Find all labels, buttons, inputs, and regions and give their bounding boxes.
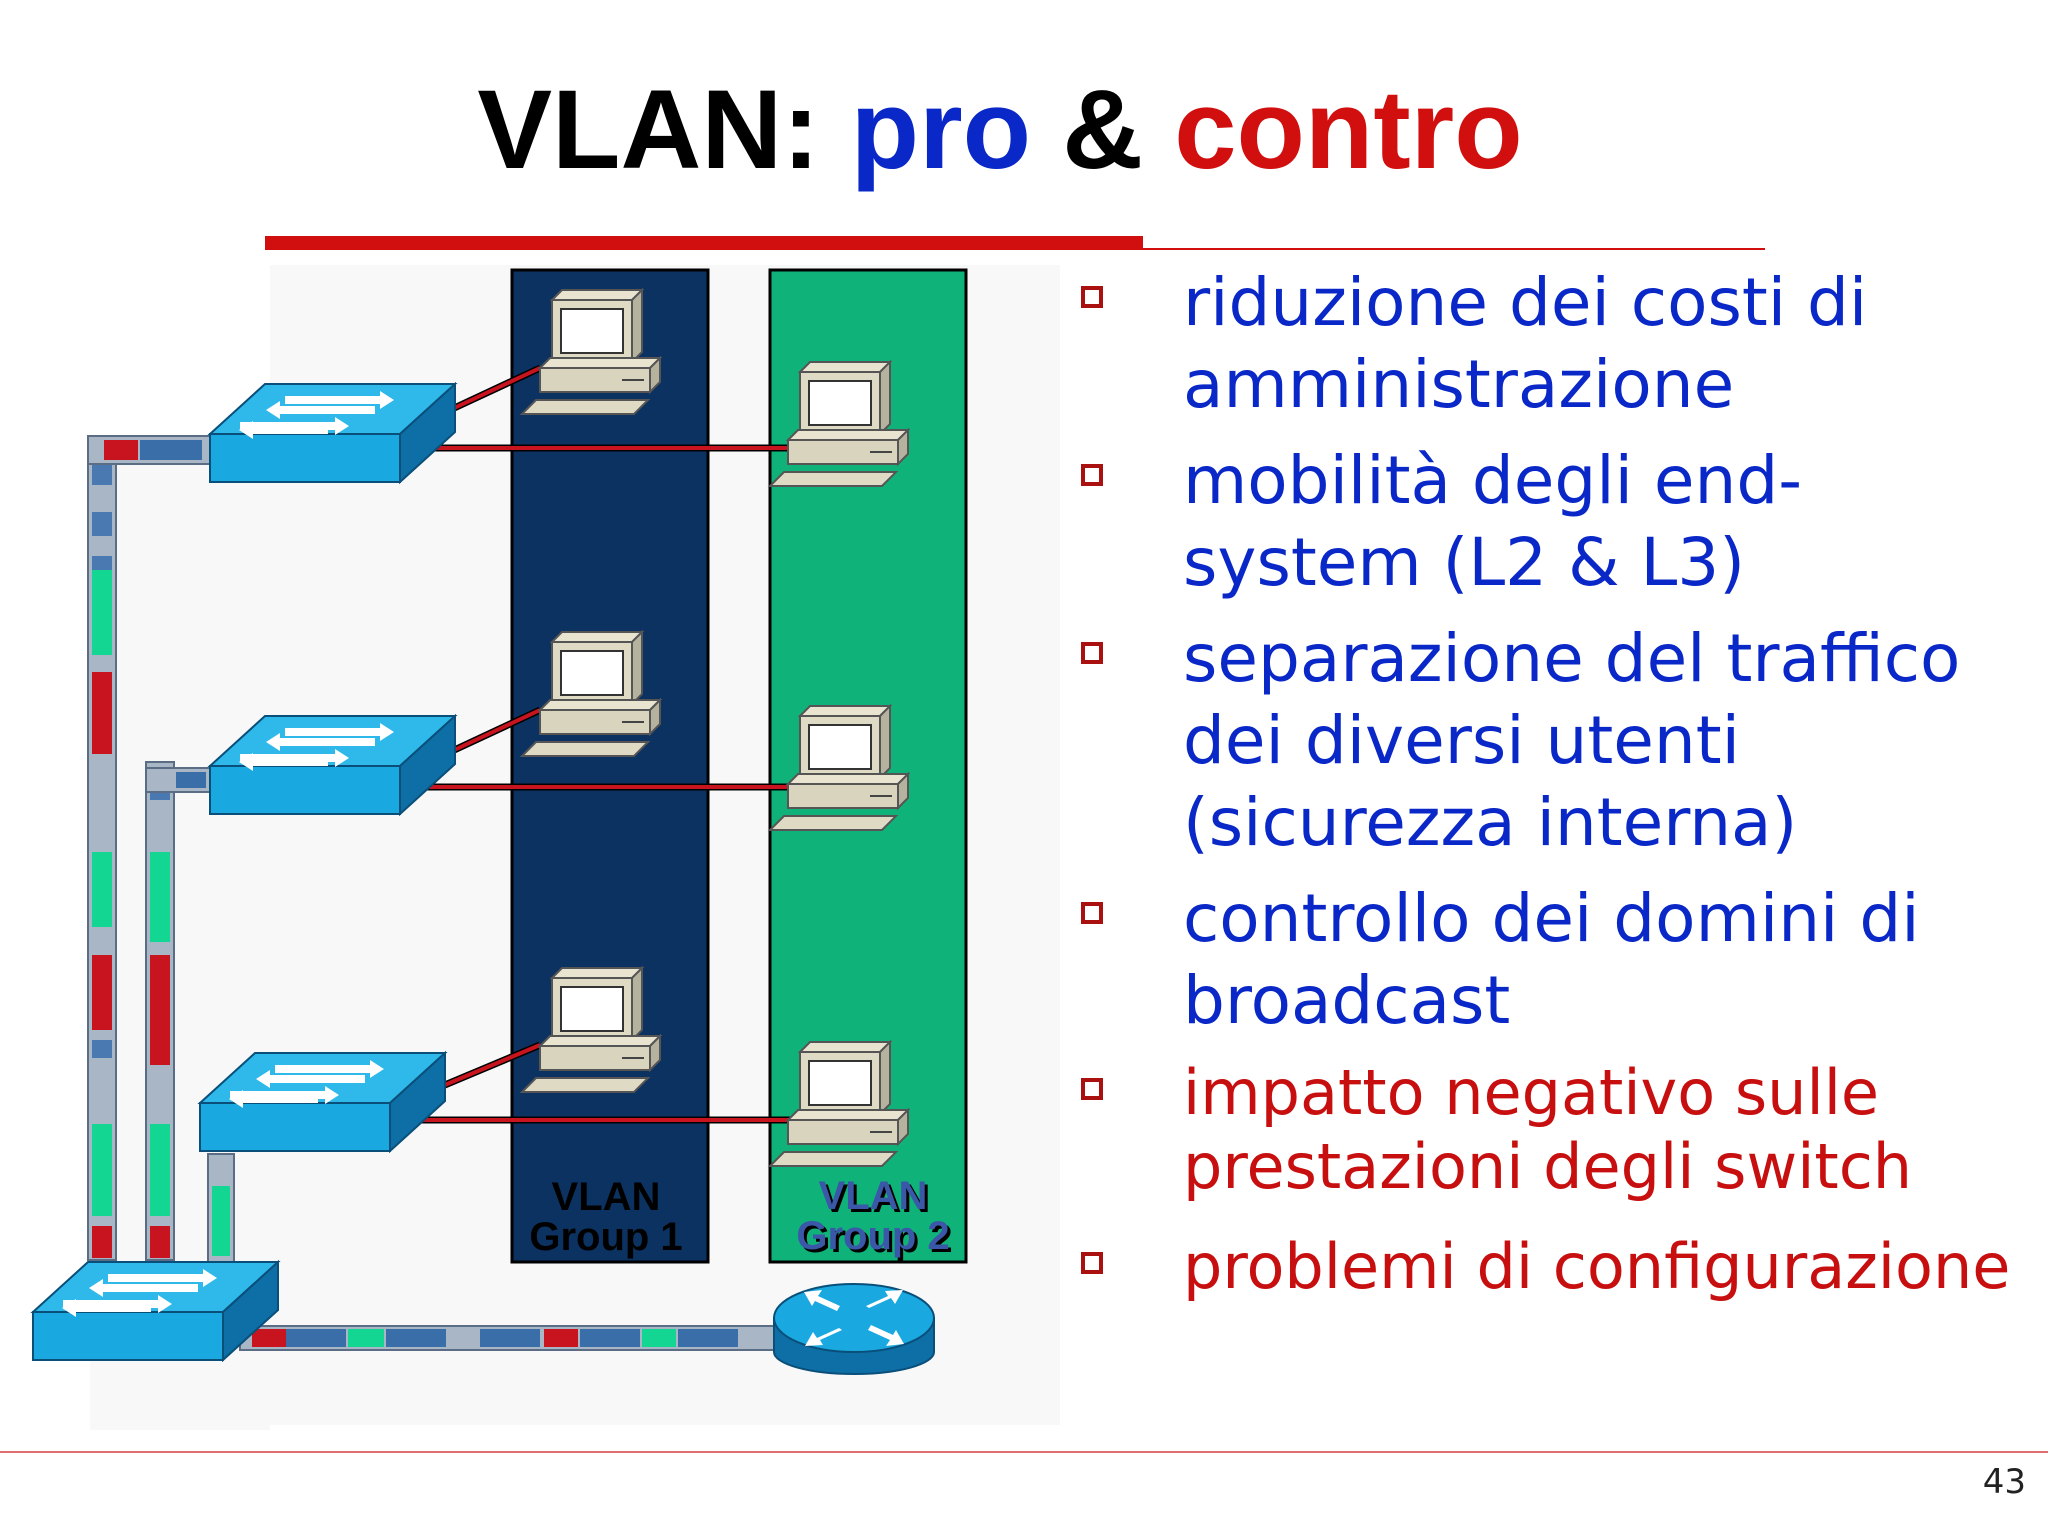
list-item: impatto negativo sulle prestazioni degli… [1075, 1056, 2035, 1204]
bullet-square-icon [1081, 642, 1103, 664]
vlan-group2-label-line2: Group 2 [796, 1214, 949, 1258]
bullet-square-icon [1081, 1078, 1103, 1100]
vlan-network-diagram: VLAN Group 1 VLAN Group 2 VLAN Group 2 [32, 265, 1060, 1430]
pros-cons-list: riduzione dei costi di amministrazione m… [1075, 262, 2035, 1330]
bullet-text: riduzione dei costi di amministrazione [1183, 264, 1868, 423]
vlan-group1-column [510, 268, 710, 1264]
list-item: separazione del traffico dei diversi ute… [1075, 618, 2035, 864]
bullet-square-icon [1081, 286, 1103, 308]
vlan-group2-label-shadow1: VLAN [822, 1177, 931, 1221]
bullet-square-icon [1081, 902, 1103, 924]
vlan-group2-label-line1: VLAN [819, 1174, 928, 1218]
bullet-text: controllo dei domini di broadcast [1183, 880, 1920, 1039]
trunk-links [87, 435, 781, 1351]
router-icon [773, 1283, 935, 1375]
bullet-text: separazione del traffico dei diversi ute… [1183, 620, 1961, 861]
bullet-text: mobilità degli end-system (L2 & L3) [1183, 442, 1803, 601]
footer-divider [0, 1451, 2048, 1453]
title-ampersand: & [1062, 67, 1144, 192]
bullet-text: impatto negativo sulle prestazioni degli… [1183, 1056, 1913, 1203]
vlan-group1-label-line1: VLAN [552, 1175, 661, 1219]
slide-title: VLAN: pro & contro [0, 60, 2000, 200]
title-contro: contro [1174, 67, 1523, 192]
access-links [420, 366, 790, 1122]
title-underline-thick [265, 236, 1143, 250]
bullet-square-icon [1081, 1252, 1103, 1274]
list-item: problemi di configurazione [1075, 1230, 2035, 1304]
list-item: mobilità degli end-system (L2 & L3) [1075, 440, 2035, 604]
vlan-group1-label-line2: Group 1 [529, 1215, 682, 1259]
page-number: 43 [1982, 1462, 2026, 1502]
bullet-text: problemi di configurazione [1183, 1230, 2011, 1303]
title-pro: pro [850, 67, 1032, 192]
vlan-group2-label-shadow2: Group 2 [799, 1217, 952, 1261]
bullet-square-icon [1081, 464, 1103, 486]
title-vlan: VLAN: [477, 67, 820, 192]
title-underline-thin [1143, 248, 1765, 250]
list-item: riduzione dei costi di amministrazione [1075, 262, 2035, 426]
list-item: controllo dei domini di broadcast [1075, 878, 2035, 1042]
